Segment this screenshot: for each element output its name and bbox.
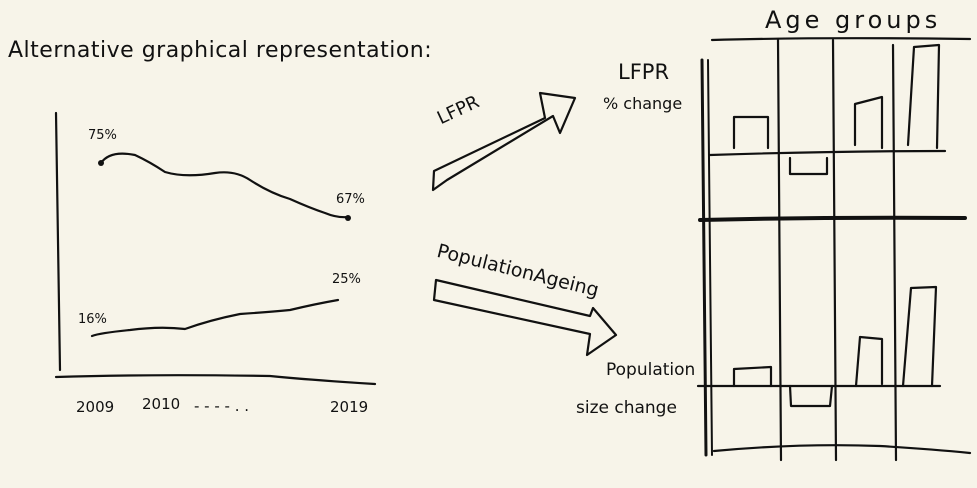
lfpr-change-axis-label: % change (603, 94, 683, 113)
lfpr-axis-label: LFPR (618, 60, 670, 84)
page-title: Alternative graphical representation: (8, 38, 433, 63)
x-label-ellipsis: - - - - . . (194, 397, 250, 415)
lfpr-start-label: 75% (88, 128, 117, 143)
lfpr-end-label: 67% (336, 192, 365, 207)
line-chart-y-axis (54, 111, 62, 372)
size-change-axis-label: size change (576, 398, 677, 418)
ageing-end-label: 25% (332, 272, 361, 287)
ageing-arrow (432, 278, 618, 357)
lfpr-line (99, 152, 350, 219)
ageing-start-label: 16% (78, 312, 107, 327)
x-label-2019: 2019 (330, 398, 369, 416)
lfpr-arrow (431, 91, 577, 192)
grid-top-line (710, 37, 972, 42)
ageing-line (90, 298, 340, 338)
x-label-2009: 2009 (76, 398, 115, 416)
x-label-2010: 2010 (142, 395, 181, 413)
age-groups-header: Age groups (765, 6, 942, 34)
line-chart-x-axis (54, 374, 377, 386)
population-axis-label: Population (606, 360, 696, 380)
